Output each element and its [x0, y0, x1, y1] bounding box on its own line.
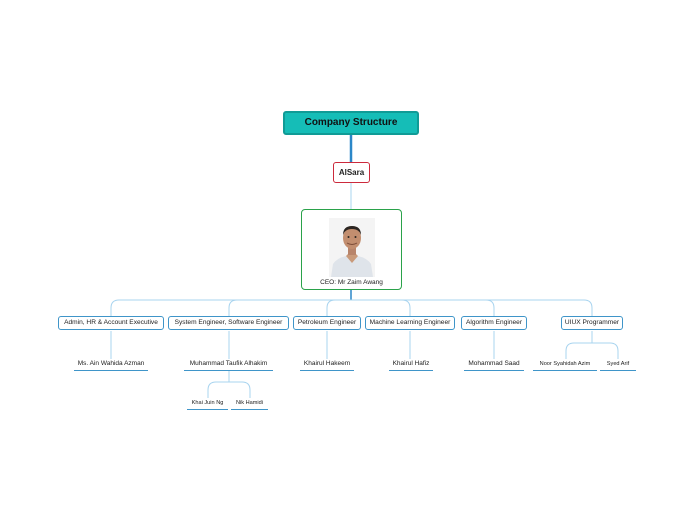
person-noor-syahidah-azim[interactable]: Noor Syahidah Azim — [533, 359, 597, 371]
connector-role-system — [228, 299, 351, 316]
person-nik-hamidi[interactable]: Nik Hamidi — [231, 398, 268, 410]
person-syed-arif[interactable]: Syed Arif — [600, 359, 636, 371]
connector-role-algorithm — [351, 299, 495, 316]
connector-system-subs — [207, 371, 251, 398]
connector-uiux-persons — [565, 331, 619, 359]
role-petroleum-engineer[interactable]: Petroleum Engineer — [293, 316, 361, 330]
connector-role-uiux — [351, 299, 593, 316]
connector-role-admin — [110, 299, 351, 316]
role-admin-hr-account[interactable]: Admin, HR & Account Executive — [58, 316, 164, 330]
person-khairul-hakeem[interactable]: Khairul Hakeem — [300, 359, 354, 371]
person-mohammad-saad[interactable]: Mohammad Saad — [464, 359, 524, 371]
role-machine-learning-engineer[interactable]: Machine Learning Engineer — [365, 316, 455, 330]
person-khairul-hafiz[interactable]: Khairul Hafiz — [389, 359, 433, 371]
ceo-photo — [329, 218, 375, 277]
role-system-software-engineer[interactable]: System Engineer, Software Engineer — [168, 316, 289, 330]
connector-role-ml — [351, 299, 411, 316]
person-ain-wahida-azman[interactable]: Ms. Ain Wahida Azman — [74, 359, 148, 371]
role-uiux-programmer[interactable]: UIUX Programmer — [561, 316, 623, 330]
role-algorithm-engineer[interactable]: Algorithm Engineer — [461, 316, 527, 330]
ceo-caption: CEO: Mr Zaim Awang — [320, 279, 383, 286]
ceo-node[interactable]: CEO: Mr Zaim Awang — [301, 209, 402, 290]
org-node-alsara[interactable]: AlSara — [333, 162, 370, 183]
connector-role-petroleum — [326, 299, 351, 316]
person-muhammad-taufik-alhakim[interactable]: Muhammad Taufik Alhakim — [184, 359, 273, 371]
person-khai-juin-ng[interactable]: Khai Juin Ng — [187, 398, 228, 410]
root-topic-company-structure[interactable]: Company Structure — [283, 111, 419, 135]
